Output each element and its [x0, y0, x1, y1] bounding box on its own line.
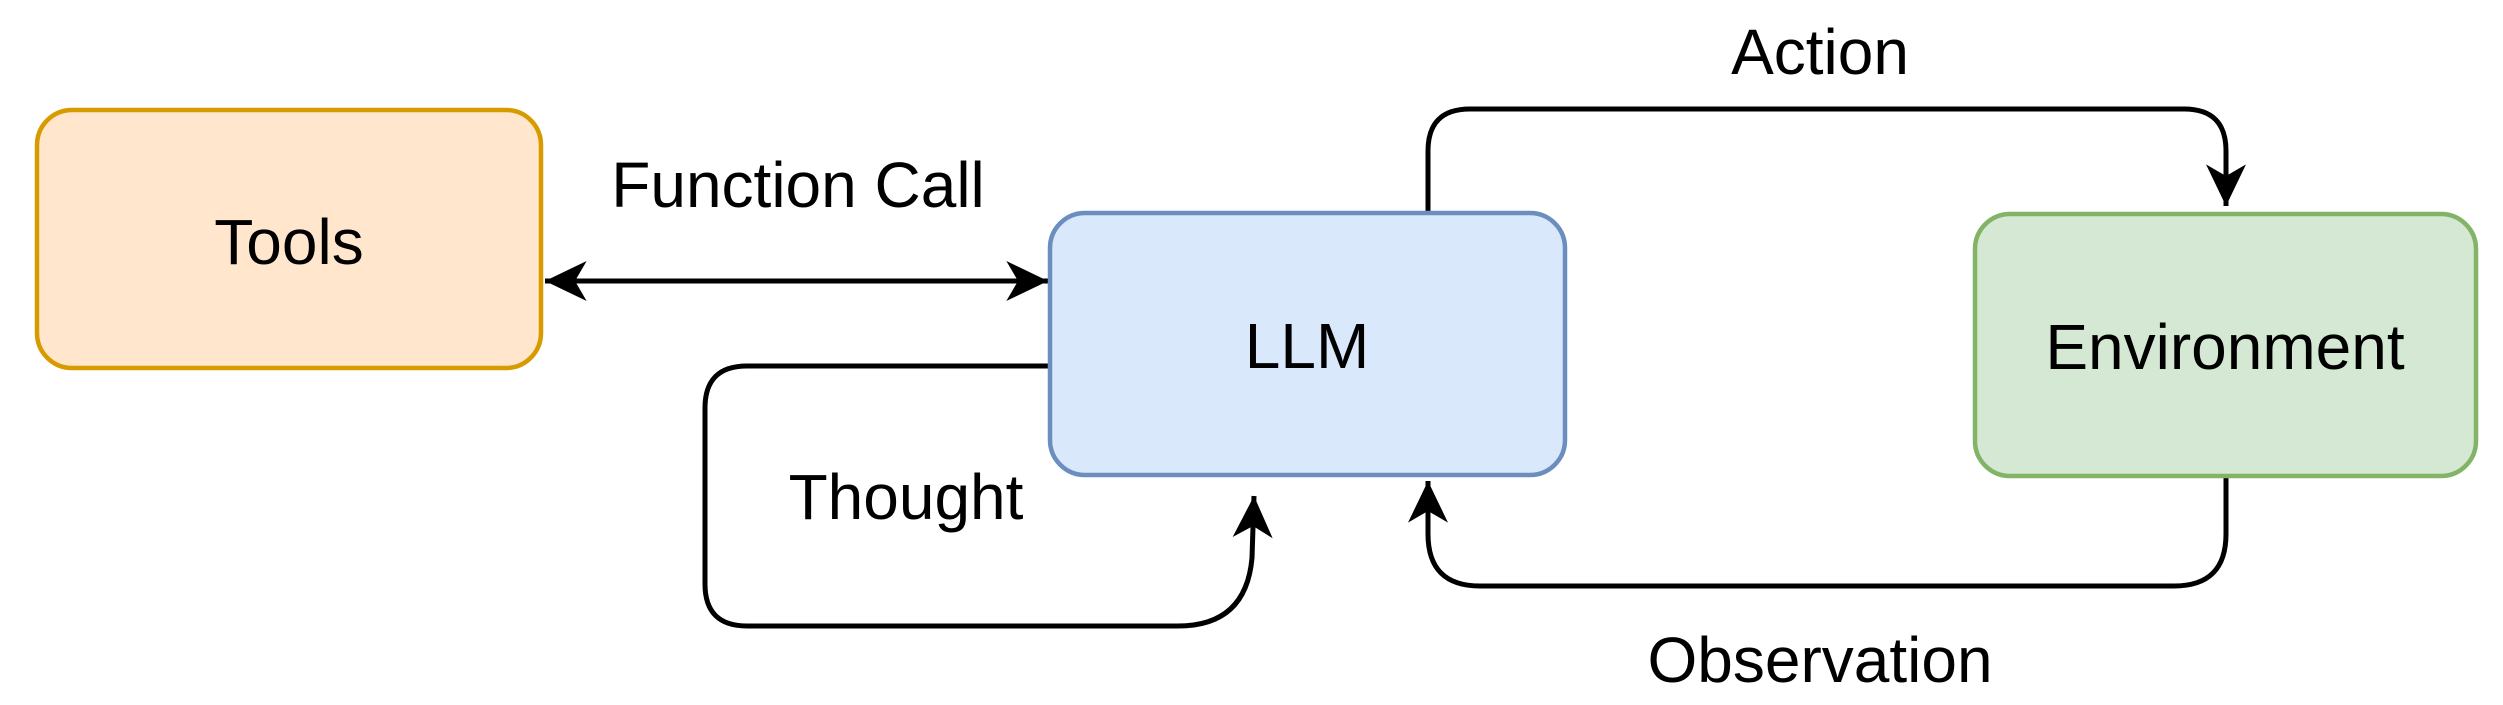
environment-node: [1972, 211, 2479, 479]
function-call-edge-label: Function Call: [611, 149, 985, 221]
tools-node-label: Tools: [214, 206, 363, 278]
llm-node: [1047, 210, 1568, 478]
llm-node-label: LLM: [1245, 310, 1370, 382]
edge-labels-layer: Function Call Thought Action Observation: [611, 16, 1992, 696]
observation-edge: [1408, 477, 2229, 589]
action-edge: [1425, 106, 2246, 211]
action-edge-label: Action: [1731, 16, 1909, 88]
observation-edge-label: Observation: [1647, 624, 1992, 696]
nodes-layer: Tools LLM Environment: [34, 107, 2479, 479]
thought-edge-label: Thought: [789, 461, 1024, 533]
edges-layer: [545, 106, 2246, 629]
tools-node: [34, 107, 544, 371]
thought-edge: [702, 363, 1273, 629]
environment-node-label: Environment: [2045, 311, 2405, 383]
